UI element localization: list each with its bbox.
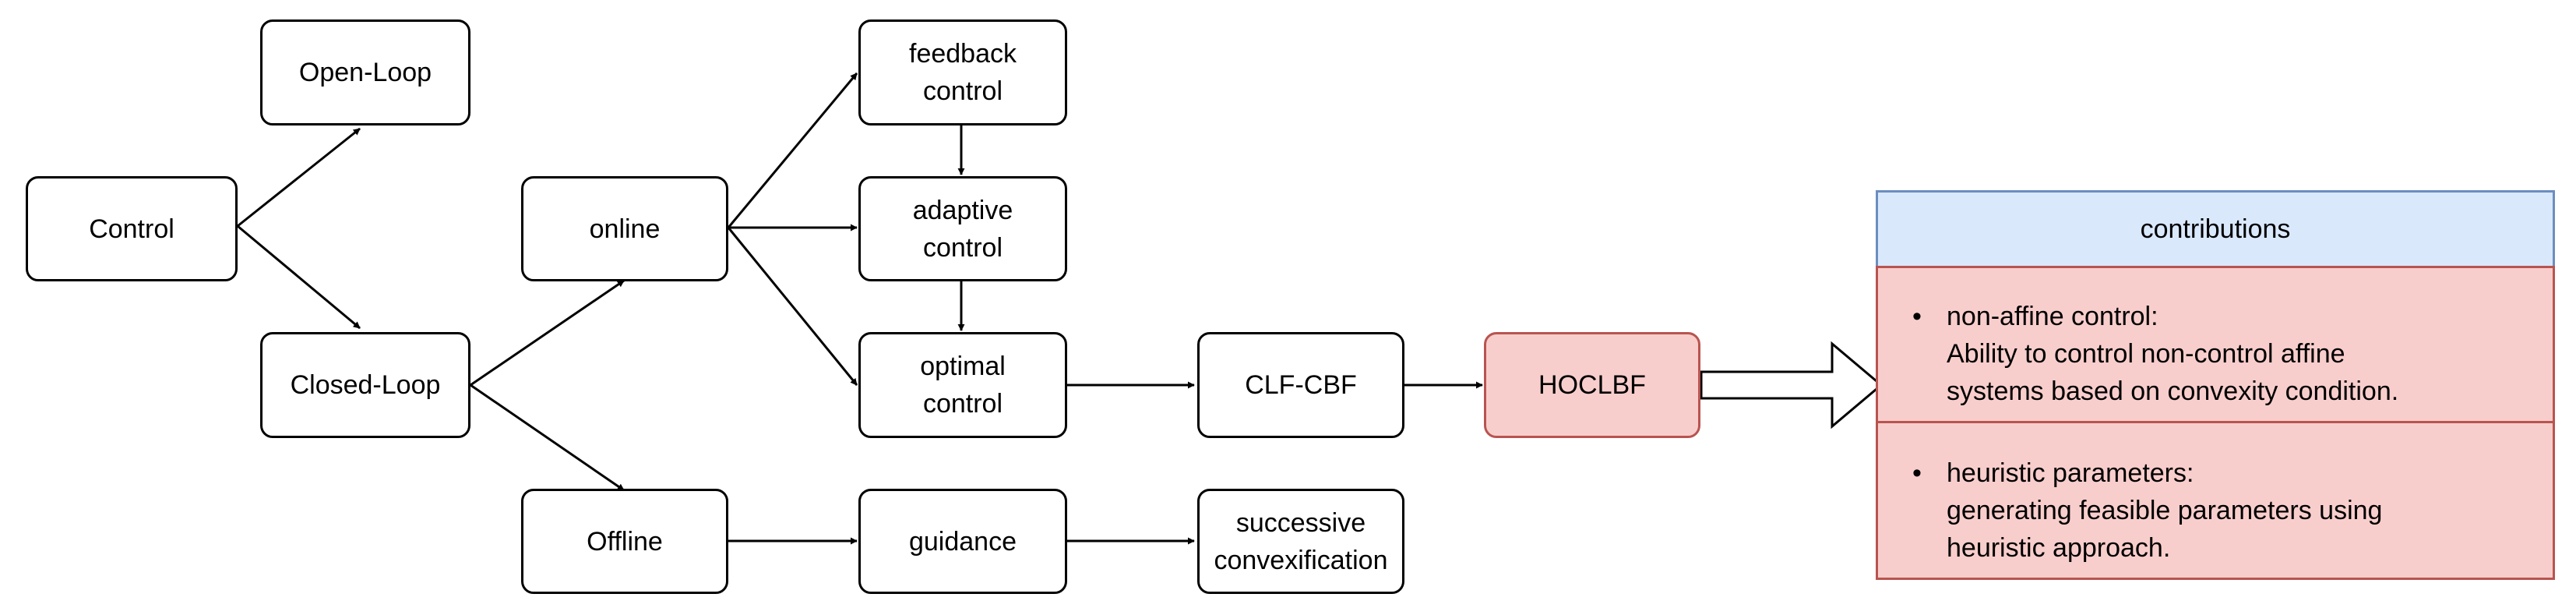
feedback-control-line-1: feedback — [909, 39, 1017, 69]
contribution-line: systems based on convexity condition. — [1947, 376, 2399, 406]
contributions-title: contributions — [2140, 214, 2291, 244]
adaptive-control-node: adaptive control — [858, 176, 1067, 281]
edge-online-feedback — [727, 72, 858, 228]
clf-cbf-label: CLF-CBF — [1245, 370, 1357, 400]
hoclbf-label: HOCLBF — [1538, 370, 1646, 400]
offline-node: Offline — [521, 489, 728, 594]
optimal-control-line-2: control — [922, 389, 1003, 419]
guidance-node: guidance — [858, 489, 1067, 594]
contribution-line: generating feasible parameters using — [1947, 496, 2383, 525]
control-label: Control — [89, 214, 174, 244]
adaptive-control-line-2: control — [922, 232, 1003, 263]
contribution-section-heuristic: • heuristic parameters: generating feasi… — [1876, 421, 2555, 580]
open-loop-node: Open-Loop — [260, 19, 470, 125]
edge-control-open-loop — [237, 127, 361, 228]
closed-loop-node: Closed-Loop — [260, 332, 470, 438]
contribution-item: • heuristic parameters: generating feasi… — [1912, 454, 2545, 567]
successive-convexification-node: successive convexification — [1197, 489, 1404, 594]
contribution-heading: heuristic parameters: — [1947, 458, 2194, 488]
contribution-line: heuristic approach. — [1947, 533, 2171, 563]
feedback-control-line-2: control — [922, 76, 1003, 106]
successive-convexification-line-2: convexification — [1214, 545, 1388, 575]
bullet-icon: • — [1912, 458, 1922, 488]
clf-cbf-node: CLF-CBF — [1197, 332, 1404, 438]
control-node: Control — [26, 176, 238, 281]
edge-closed-loop-online — [470, 279, 625, 387]
closed-loop-label: Closed-Loop — [290, 370, 441, 400]
open-loop-label: Open-Loop — [298, 58, 432, 87]
guidance-label: guidance — [908, 526, 1017, 557]
online-node: online — [521, 176, 728, 281]
contribution-item: • non-affine control: Ability to control… — [1912, 298, 2545, 410]
edge-online-optimal — [727, 227, 858, 386]
edge-control-closed-loop — [237, 224, 361, 330]
hoclbf-node: HOCLBF — [1484, 332, 1700, 438]
hollow-arrow — [1700, 341, 1884, 429]
optimal-control-line-1: optimal — [920, 352, 1006, 381]
feedback-control-node: feedback control — [858, 19, 1067, 125]
contributions-panel: contributions • non-affine control: Abil… — [1876, 190, 2555, 580]
contribution-heading: non-affine control: — [1947, 302, 2158, 331]
optimal-control-node: optimal control — [858, 332, 1067, 438]
offline-label: Offline — [587, 526, 663, 557]
bullet-icon: • — [1912, 302, 1922, 331]
successive-convexification-line-1: successive — [1235, 507, 1366, 538]
contribution-section-non-affine: • non-affine control: Ability to control… — [1876, 266, 2555, 423]
edge-closed-loop-offline — [470, 383, 625, 492]
online-label: online — [589, 214, 661, 244]
contributions-header: contributions — [1876, 190, 2555, 268]
adaptive-control-line-1: adaptive — [912, 195, 1013, 225]
contribution-line: Ability to control non-control affine — [1947, 339, 2345, 369]
